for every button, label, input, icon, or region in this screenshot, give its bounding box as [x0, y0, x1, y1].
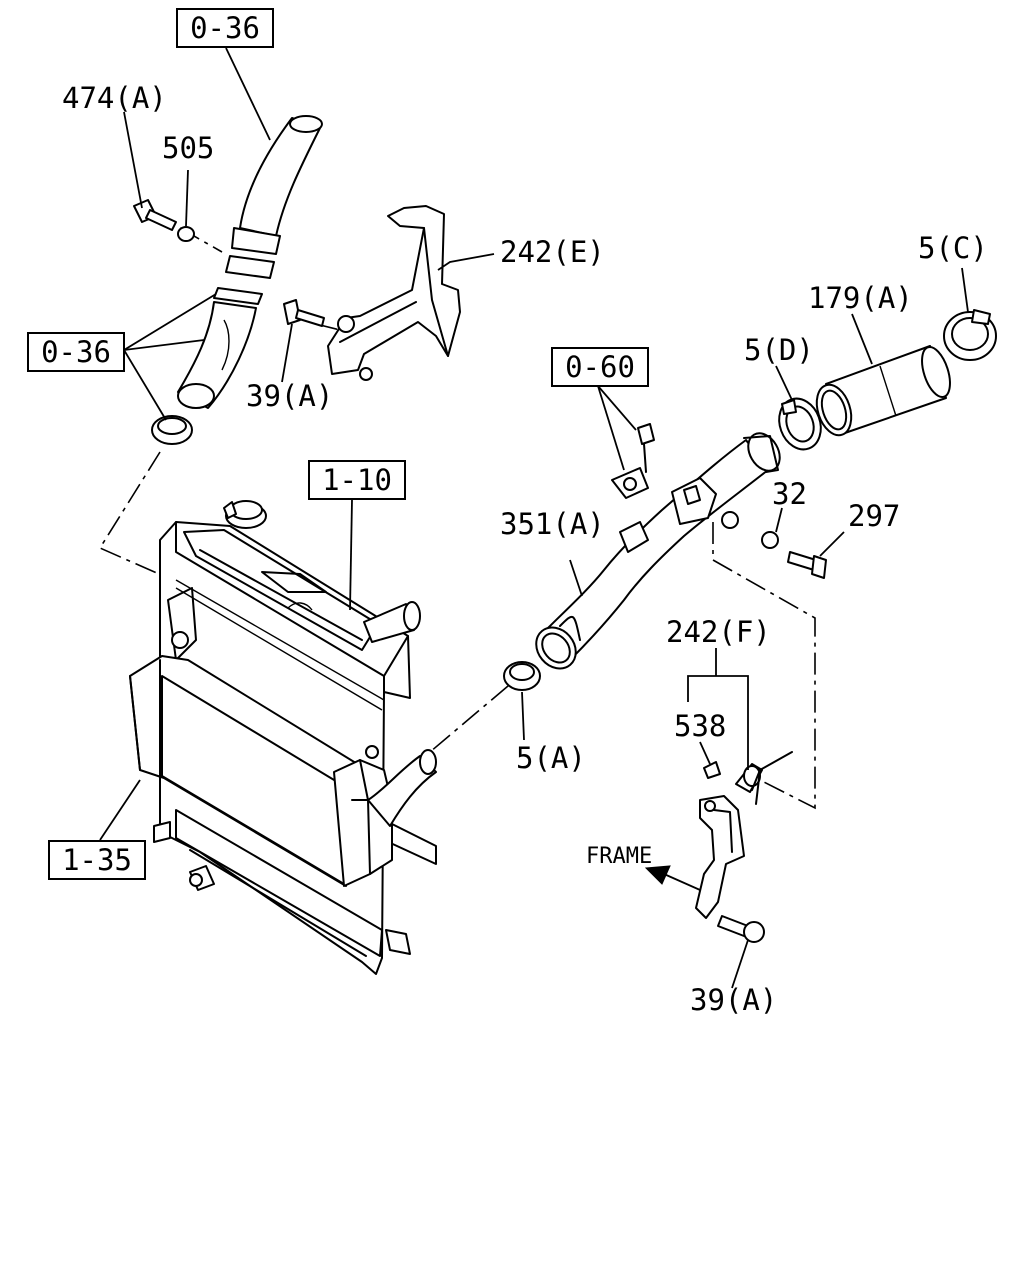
label-297: 297 [848, 499, 900, 533]
upper-hose[interactable] [177, 115, 323, 409]
ref-box-lower-hose[interactable]: 0-36 [27, 332, 125, 372]
ref-label-intercooler: 1-35 [62, 843, 132, 877]
label-505: 505 [162, 131, 214, 165]
ref-label-clip: 0-60 [565, 350, 635, 384]
label-242e: 242(E) [500, 235, 605, 269]
ref-label-radiator: 1-10 [322, 463, 392, 497]
ref-box-radiator[interactable]: 1-10 [308, 460, 406, 500]
clamp-5a[interactable] [503, 661, 541, 691]
label-5d: 5(D) [744, 333, 814, 367]
bracket-242f[interactable] [695, 751, 793, 919]
hose-179a[interactable] [811, 344, 956, 440]
bracket-242e[interactable] [327, 205, 461, 381]
label-39a-bottom: 39(A) [690, 983, 777, 1017]
ref-label-lower-hose: 0-36 [41, 335, 111, 369]
washer-32[interactable] [721, 511, 779, 549]
label-frame: FRAME [586, 844, 652, 869]
bolt-39a-top[interactable] [283, 299, 325, 327]
ref-box-clip[interactable]: 0-60 [551, 347, 649, 387]
bolt-39a-bottom[interactable] [717, 915, 765, 943]
radiator-assembly[interactable] [129, 500, 437, 975]
label-242f: 242(F) [666, 615, 771, 649]
bolt-297[interactable] [787, 551, 827, 579]
label-538: 538 [674, 709, 726, 743]
label-179a: 179(A) [808, 281, 913, 315]
label-32: 32 [772, 477, 807, 511]
clamp-5c[interactable] [943, 309, 997, 361]
ref-box-top-hose[interactable]: 0-36 [176, 8, 274, 48]
frame-direction-arrow [644, 865, 701, 891]
ref-box-intercooler[interactable]: 1-35 [48, 840, 146, 880]
washer-538[interactable] [703, 761, 721, 779]
label-5a: 5(A) [516, 741, 586, 775]
label-39a-top: 39(A) [246, 379, 333, 413]
leader-lines [99, 47, 969, 989]
lower-hose-clamp[interactable] [151, 415, 193, 445]
label-474a: 474(A) [62, 81, 167, 115]
collar-505[interactable] [177, 226, 195, 242]
label-5c: 5(C) [918, 231, 988, 265]
ref-label-top-hose: 0-36 [190, 11, 260, 45]
bolt-474a[interactable] [133, 199, 177, 231]
label-351a: 351(A) [500, 507, 605, 541]
pipe-351a[interactable] [528, 423, 786, 676]
